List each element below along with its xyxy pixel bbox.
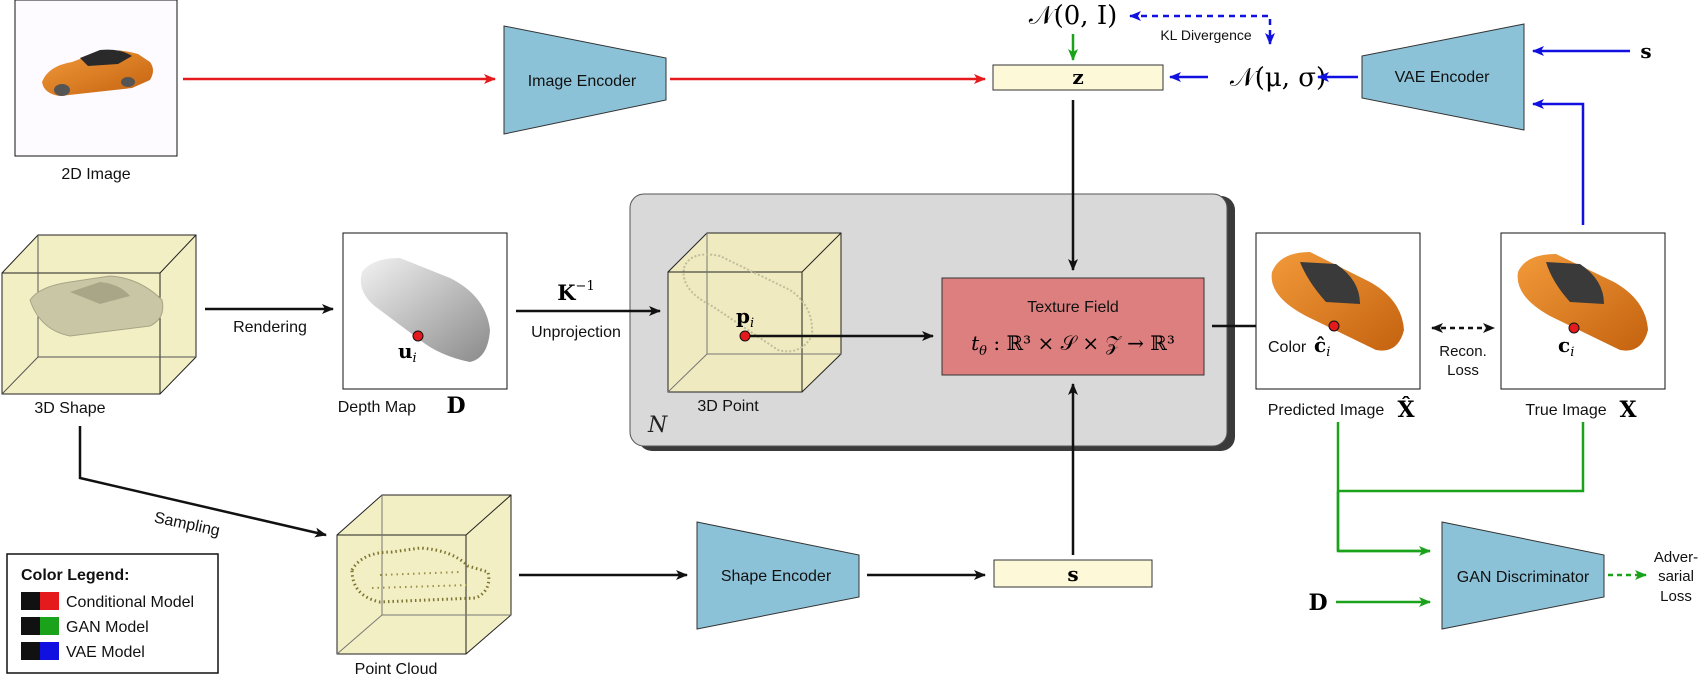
recon-loss-line1: Recon. [1439,343,1487,360]
shape3d-caption: 3D Shape [34,400,105,417]
texture-field-title: Texture Field [1027,299,1119,316]
vae-encoder-label: VAE Encoder [1395,69,1491,86]
unprojection-label: Unprojection [531,324,621,341]
kl-divergence-label: KL Divergence [1160,27,1252,43]
legend-item-gan: GAN Model [21,617,149,636]
sampling-label: Sampling [153,509,222,539]
vae-encoder: VAE Encoder [1361,23,1525,131]
adv-loss-line3: Loss [1660,588,1692,605]
predicted-color-symbol: ĉi [1314,333,1330,360]
gan-depth-input: D [1308,590,1327,616]
legend-item-vae: VAE Model [21,642,145,661]
arrow-predicted-to-gan [1336,422,1431,556]
legend-item-conditional: Conditional Model [21,592,194,611]
adv-loss-line2: sarial [1658,568,1694,585]
legend-label-conditional: Conditional Model [66,594,194,611]
predicted-caption: Predicted Image [1268,402,1385,419]
kl-divergence-link [1129,11,1275,45]
depth-pixel-label: ui [398,339,417,366]
image-panel: 2D Image [14,0,178,183]
true-image: ci [1500,232,1666,390]
shape-code-symbol: s [1067,562,1078,586]
predicted-color-label: Color [1268,339,1307,356]
point-cloud-cube [336,494,512,655]
legend-title: Color Legend: [21,567,129,584]
predicted-symbol: X̂ [1397,397,1415,423]
texture-field: Texture Field tθ : ℝ³ × 𝒮 × 𝒵 → ℝ³ [941,277,1205,376]
shape-encoder-label: Shape Encoder [721,568,832,585]
prior-distribution: 𝒩(0, I) [1029,1,1118,31]
true-image-symbol: X [1619,397,1637,423]
gan-discriminator-label: GAN Discriminator [1457,569,1590,586]
image-caption: 2D Image [61,166,130,183]
vae-s-input: s [1640,39,1651,63]
texture-field-formula: tθ : ℝ³ × 𝒮 × 𝒵 → ℝ³ [971,331,1175,359]
true-image-caption: True Image [1525,402,1606,419]
image-encoder: Image Encoder [503,25,667,135]
sample-3d-point [739,330,751,342]
posterior-distribution: 𝒩(μ, σ) [1230,63,1326,93]
point3d-caption: 3D Point [697,398,759,415]
gan-discriminator: GAN Discriminator [1441,521,1605,630]
legend-swatch-red [40,592,59,610]
point-cloud-caption: Point Cloud [355,661,438,676]
repeat-n-label: N [647,413,668,438]
depth-map-symbol: D [446,393,465,419]
depth-map: ui [342,232,508,390]
image-encoder-label: Image Encoder [528,73,637,90]
rendering-label: Rendering [233,319,307,336]
latent-z-symbol: z [1072,65,1083,89]
legend-swatch-black [21,642,40,660]
predicted-image: Color ĉi [1255,232,1421,390]
color-legend: Color Legend: Conditional Model GAN Mode… [6,553,219,674]
shape-encoder: Shape Encoder [696,521,860,630]
shape-code-box: s [993,559,1153,588]
legend-swatch-black [21,617,40,635]
legend-swatch-black [21,592,40,610]
adv-loss-line1: Adver- [1654,549,1698,566]
arrow-sampling [78,426,327,538]
legend-label-vae: VAE Model [66,644,145,661]
shape3d-cube [1,234,197,395]
depth-map-caption: Depth Map [338,399,416,416]
unprojection-matrix: K−1 [557,279,594,305]
arrow-true-to-vae [1532,99,1585,225]
true-color-point [1568,322,1580,334]
car-photo [42,49,153,96]
recon-loss-line2: Loss [1447,362,1479,379]
point3d-cube: pi [667,232,842,393]
point3d-label: pi [736,304,754,331]
legend-label-gan: GAN Model [66,619,149,636]
depth-pixel-point [412,330,424,342]
true-color-symbol: ci [1558,333,1574,360]
predicted-color-point [1328,320,1340,332]
latent-z-box: z [992,64,1164,91]
legend-swatch-blue [40,642,59,660]
link-true-to-gan [1338,422,1585,493]
legend-swatch-green [40,617,59,635]
